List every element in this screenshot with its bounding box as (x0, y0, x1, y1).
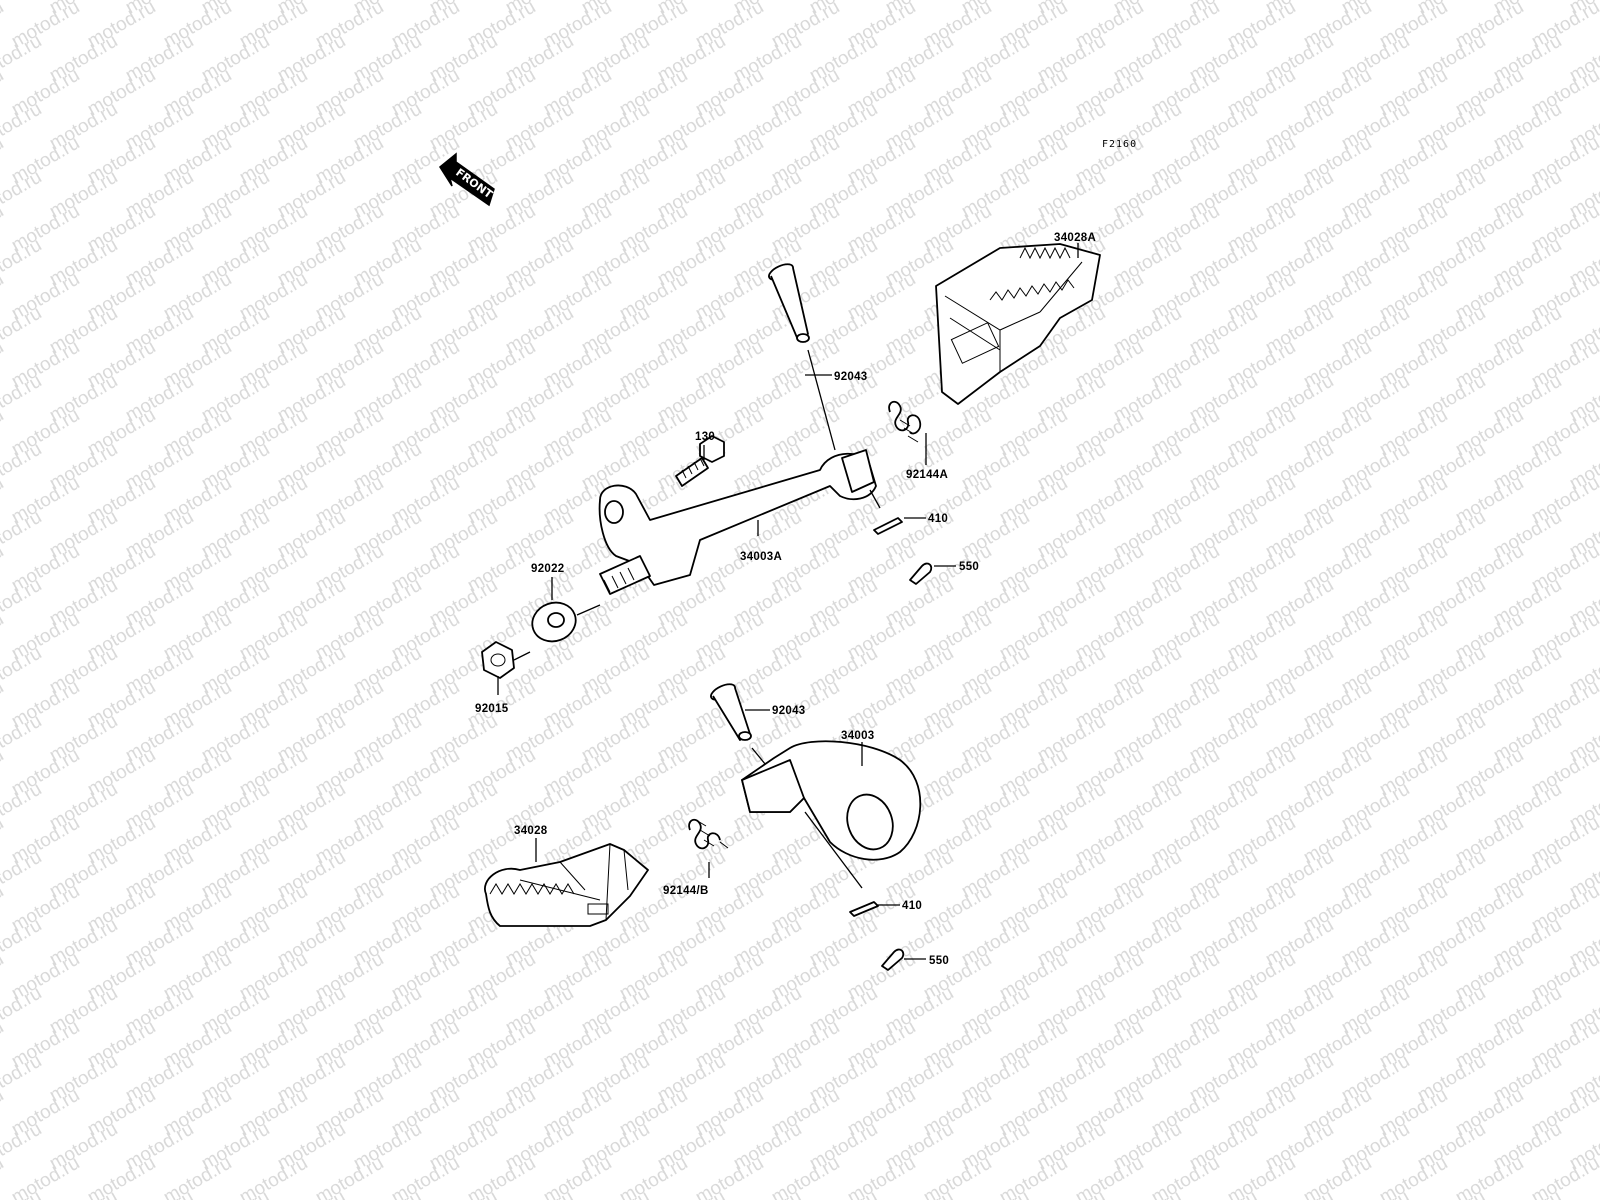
label-410-upper: 410 (928, 513, 948, 525)
footpeg-left-34028 (484, 843, 649, 927)
label-92015: 92015 (475, 703, 509, 715)
clip-550-lower (881, 948, 905, 971)
label-550-upper: 550 (959, 561, 979, 573)
spring-92144a (888, 400, 922, 443)
label-92144b: 92144/B (663, 885, 709, 897)
clip-550-upper (909, 562, 933, 585)
brake-pedal-34003a (598, 449, 881, 595)
front-arrow-icon: FRONT (439, 152, 495, 207)
label-34028a: 34028A (1054, 232, 1096, 244)
label-34028: 34028 (514, 825, 548, 837)
footpeg-bracket-34003 (741, 740, 922, 889)
clevis-pin-92043-upper (768, 263, 836, 451)
label-92043-lower: 92043 (772, 705, 805, 717)
label-550-lower: 550 (929, 955, 949, 967)
label-130: 130 (695, 431, 715, 443)
clevis-pin-92043-lower (710, 683, 771, 771)
bolt-130 (675, 435, 725, 487)
figure-code: F2160 (1102, 139, 1137, 150)
leader-lines (497, 243, 1079, 960)
label-410-lower: 410 (902, 900, 922, 912)
label-34003: 34003 (841, 730, 874, 742)
label-92043-upper: 92043 (834, 371, 867, 383)
label-92144a: 92144A (906, 469, 948, 481)
label-34003a: 34003A (740, 551, 782, 563)
nut-92015 (481, 641, 531, 679)
washer-92022 (531, 601, 601, 643)
footpeg-right-34028a (935, 243, 1101, 405)
cotter-pin-410-lower (849, 901, 879, 917)
cotter-pin-410-upper (873, 517, 903, 535)
label-92022: 92022 (531, 563, 564, 575)
spring-92144b (688, 818, 729, 850)
